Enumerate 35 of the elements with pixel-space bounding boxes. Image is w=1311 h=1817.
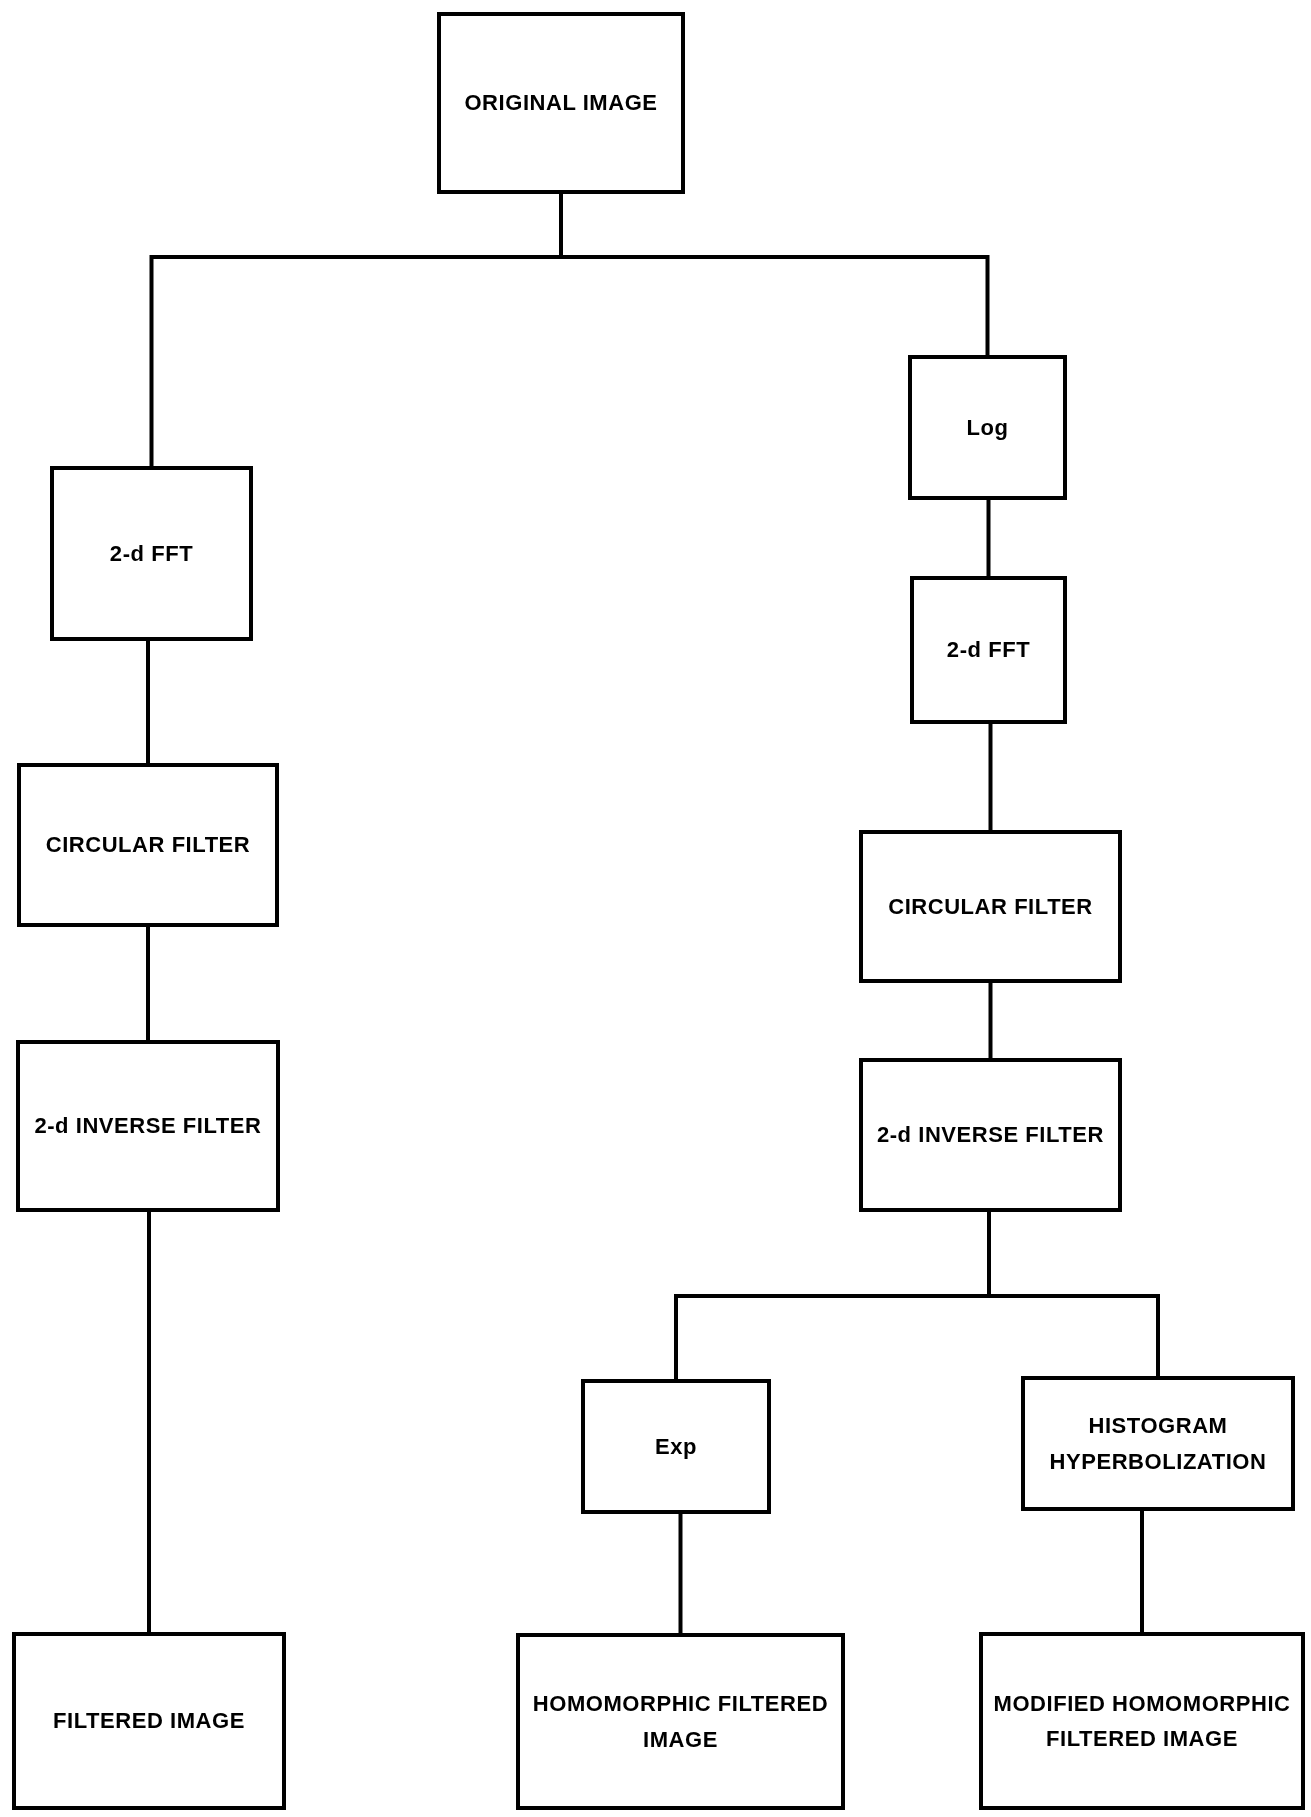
box-label: CIRCULAR FILTER [888,892,1093,921]
box-label: HISTOGRAM HYPERBOLIZATION [1048,1412,1268,1476]
box-label: Log [966,413,1009,442]
connector-line [146,641,150,763]
box-label: HOMOMORPHIC FILTERED IMAGE [531,1690,830,1754]
process-box [516,1633,845,1810]
process-box [581,1379,771,1514]
process-box [908,355,1067,500]
box-label: CIRCULAR FILTER [45,831,251,860]
connector-line [987,1212,1160,1376]
connector-line [988,983,993,1058]
process-box [859,830,1122,983]
connector-line [1140,1511,1144,1632]
box-label: Exp [655,1432,697,1461]
process-box [1021,1376,1295,1511]
process-box [979,1632,1305,1810]
box-label: FILTERED IMAGE [53,1707,245,1736]
process-box [437,12,685,194]
process-box [910,576,1067,724]
box-label: 2-d FFT [109,539,194,568]
box-label: 2-d INVERSE FILTER [34,1112,262,1141]
box-label: ORIGINAL IMAGE [464,89,658,118]
connector-line [147,1212,151,1632]
box-label: MODIFIED HOMOMORPHIC FILTERED IMAGE [992,1689,1292,1753]
process-box [17,763,279,927]
connector-line [146,927,150,1040]
box-label: 2-d INVERSE FILTER [876,1121,1105,1150]
connector-line [678,1514,683,1633]
connector-line [988,724,993,830]
box-label: 2-d FFT [946,636,1031,665]
process-box [859,1058,1122,1212]
process-box [12,1632,286,1810]
process-box [16,1040,280,1212]
process-box [50,466,253,641]
connector-line [986,500,991,576]
